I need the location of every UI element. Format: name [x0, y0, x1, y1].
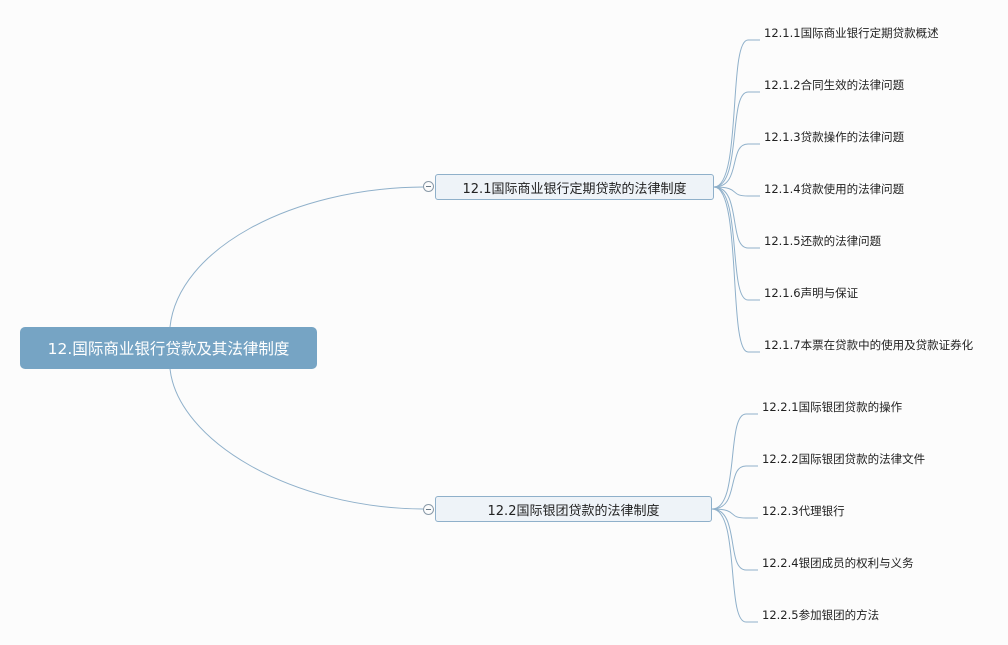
leaf-topic-2-3[interactable]: 12.2.3代理银行	[762, 504, 845, 518]
leaf-topic-1-5[interactable]: 12.1.5还款的法律问题	[764, 234, 882, 248]
connector-leaf-1-1	[713, 39, 760, 188]
connector-leaf-1-2	[713, 91, 760, 188]
root-topic[interactable]: 12.国际商业银行贷款及其法律制度	[20, 327, 317, 369]
connector-leaf-1-3	[713, 143, 760, 188]
leaf-topic-1-7[interactable]: 12.1.7本票在贷款中的使用及贷款证券化	[764, 338, 974, 352]
leaf-topic-1-4[interactable]: 12.1.4贷款使用的法律问题	[764, 182, 905, 196]
branch-topic-1[interactable]: 12.1国际商业银行定期贷款的法律制度	[435, 174, 714, 200]
leaf-topic-1-6[interactable]: 12.1.6声明与保证	[764, 286, 859, 300]
connector-leaf-1-6	[713, 186, 760, 301]
connector-leaf-1-4	[713, 186, 760, 197]
collapse-toggle-branch-1[interactable]	[423, 181, 434, 192]
connector-leaf-2-2	[711, 465, 758, 510]
connector-leaf-2-3	[711, 508, 758, 519]
branch-topic-2[interactable]: 12.2国际银团贷款的法律制度	[435, 496, 712, 522]
connector-leaf-1-5	[713, 186, 760, 249]
connector-root-branch-2	[169, 368, 424, 510]
connector-leaf-1-7	[713, 186, 760, 353]
leaf-topic-1-1[interactable]: 12.1.1国际商业银行定期贷款概述	[764, 26, 939, 40]
collapse-toggle-branch-2[interactable]	[423, 504, 434, 515]
connector-root-branch-1	[169, 186, 424, 328]
leaf-topic-2-1[interactable]: 12.2.1国际银团贷款的操作	[762, 400, 903, 414]
leaf-topic-2-2[interactable]: 12.2.2国际银团贷款的法律文件	[762, 452, 926, 466]
leaf-topic-1-2[interactable]: 12.1.2合同生效的法律问题	[764, 78, 905, 92]
leaf-topic-2-5[interactable]: 12.2.5参加银团的方法	[762, 608, 880, 622]
leaf-topic-2-4[interactable]: 12.2.4银团成员的权利与义务	[762, 556, 914, 570]
connector-leaf-2-4	[711, 508, 758, 571]
leaf-topic-1-3[interactable]: 12.1.3贷款操作的法律问题	[764, 130, 905, 144]
connector-leaf-2-1	[711, 413, 758, 510]
connector-leaf-2-5	[711, 508, 758, 623]
